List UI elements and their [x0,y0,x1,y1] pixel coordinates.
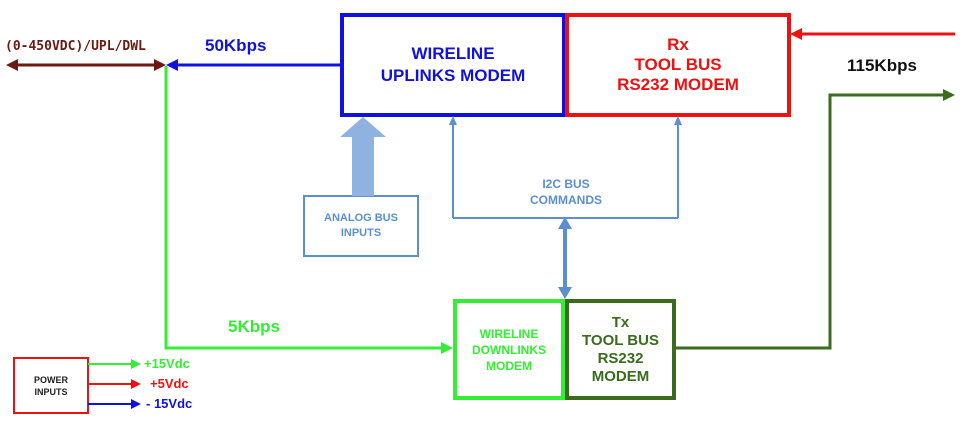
analog-bus-arrow [340,117,386,196]
i2c-to-downlink-arrow [558,217,572,299]
analog-inputs-box [303,195,419,257]
i2c-arrowhead-rx [674,116,682,125]
upl-dwl-bidirectional-arrow [6,59,166,71]
tx-modem-box [565,299,676,400]
power-p5-arrow [88,379,141,389]
i2c-arrowhead-uplinks [449,116,457,125]
uplinks-modem-box [340,13,566,117]
downlink-5kbps-arrow [164,66,453,354]
downlinks-modem-box [453,299,565,400]
power-p15-arrow [88,359,141,369]
power-m15-arrow [88,399,141,409]
rx-input-arrow [790,28,955,40]
rx-modem-box [565,13,791,117]
tx-output-115kbps-arrow [674,89,955,350]
uplink-50kbps-arrow [166,59,342,71]
power-inputs-box [13,357,89,414]
i2c-bus-lines [452,124,679,219]
